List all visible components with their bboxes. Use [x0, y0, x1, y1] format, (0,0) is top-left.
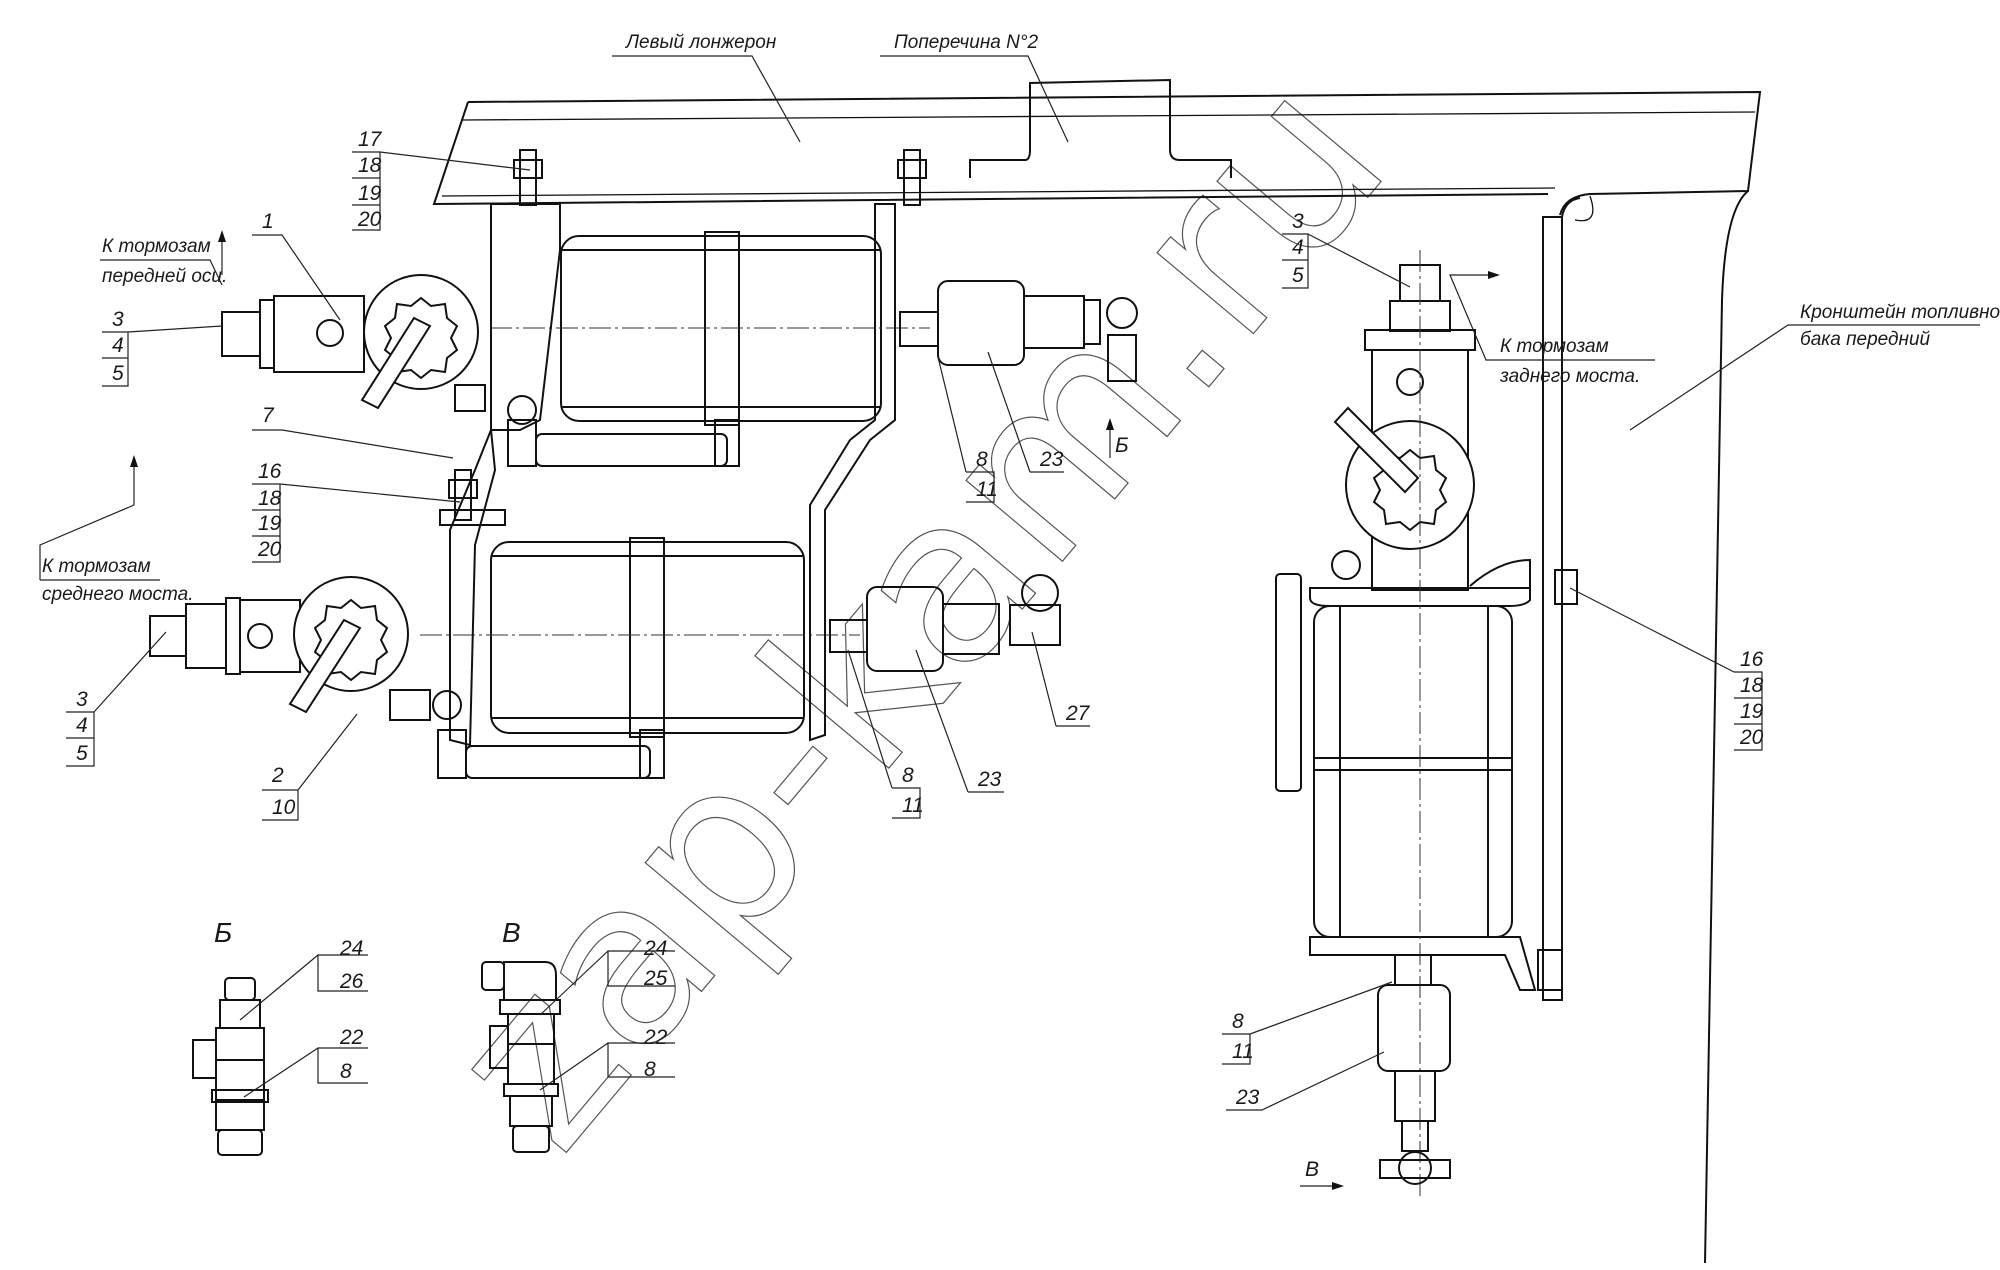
lower-brake-valve [149, 576, 462, 721]
callout-upper-left-fitting: 3 4 5 [102, 308, 223, 387]
callout-right-drain-valve: 23 [1226, 1051, 1385, 1111]
svg-text:К тормозам: К тормозам [1500, 336, 1609, 357]
svg-text:2: 2 [271, 764, 284, 787]
svg-text:19: 19 [358, 182, 382, 205]
crossmember [969, 78, 1232, 178]
svg-text:11: 11 [1232, 1040, 1254, 1063]
svg-text:24: 24 [339, 937, 363, 960]
svg-text:4: 4 [112, 334, 124, 357]
svg-text:Б: Б [214, 917, 232, 948]
callout-right-top-fitting: 3 4 5 [1282, 210, 1411, 289]
svg-text:20: 20 [357, 208, 382, 231]
svg-text:20: 20 [257, 538, 282, 561]
svg-text:22: 22 [643, 1026, 668, 1049]
svg-text:7: 7 [262, 404, 275, 427]
svg-text:4: 4 [1292, 236, 1304, 259]
view-arrow-v: В [1300, 1158, 1344, 1190]
callout-lower-mid-fitting: 8 11 [847, 649, 924, 819]
svg-text:8: 8 [902, 764, 914, 787]
right-air-tank-assembly [1275, 250, 1578, 1200]
svg-text:Поперечина N°2: Поперечина N°2 [894, 32, 1038, 53]
svg-text:бака передний: бака передний [1800, 329, 1931, 350]
callout-right-bolt: 16 18 19 20 [1569, 587, 1764, 751]
svg-text:передней оси.: передней оси. [102, 266, 227, 287]
upper-brake-valve [221, 274, 537, 425]
callout-lower-elbow: 27 [1031, 631, 1091, 727]
svg-text:4: 4 [76, 714, 88, 737]
callout-upper-mid-fitting: 8 11 [937, 356, 998, 503]
svg-text:8: 8 [976, 448, 988, 471]
direction-middle-axle: К тормозам среднего моста. [39, 455, 194, 605]
callout-top-bolt: 17 18 19 20 [352, 128, 531, 231]
callout-right-bottom-fitting: 8 11 [1222, 981, 1393, 1065]
svg-text:8: 8 [644, 1058, 656, 1081]
svg-text:Левый лонжерон: Левый лонжерон [624, 32, 777, 53]
svg-text:5: 5 [1292, 264, 1304, 287]
callout-upper-valve: 1 [252, 210, 341, 321]
svg-text:16: 16 [1740, 648, 1764, 671]
callout-bracket: 7 [252, 404, 454, 459]
svg-text:20: 20 [1739, 726, 1764, 749]
svg-text:24: 24 [643, 937, 667, 960]
lower-air-tank [420, 537, 860, 779]
view-b-labels: Б 24 26 22 8 [214, 917, 368, 1098]
svg-text:19: 19 [1740, 700, 1764, 723]
callout-upper-drain-valve: 23 [987, 351, 1064, 473]
svg-text:23: 23 [977, 768, 1002, 791]
view-b-fitting [192, 977, 269, 1156]
callout-lower-drain-valve: 23 [915, 649, 1004, 793]
svg-text:В: В [1305, 1158, 1319, 1181]
view-arrow-b: Б [1106, 418, 1129, 458]
svg-text:3: 3 [112, 308, 124, 331]
svg-text:17: 17 [358, 128, 383, 151]
svg-text:10: 10 [272, 796, 296, 819]
svg-text:18: 18 [258, 487, 282, 510]
label-left-rail: Левый лонжерон [612, 32, 801, 143]
svg-text:25: 25 [643, 967, 668, 990]
label-crossmember: Поперечина N°2 [880, 32, 1069, 143]
svg-text:26: 26 [339, 970, 364, 993]
svg-text:19: 19 [258, 512, 282, 535]
svg-text:11: 11 [902, 794, 924, 817]
upper-air-tank [490, 231, 930, 467]
svg-text:3: 3 [76, 688, 88, 711]
svg-text:8: 8 [340, 1060, 352, 1083]
svg-text:Кронштейн топливного: Кронштейн топливного [1800, 302, 2000, 323]
callout-lower-valve: 2 10 [262, 713, 358, 821]
svg-text:8: 8 [1232, 1010, 1244, 1033]
svg-text:5: 5 [112, 362, 124, 385]
callout-lower-left-fitting: 3 4 5 [66, 631, 167, 767]
tank-mounting-bracket [439, 149, 927, 747]
svg-text:27: 27 [1065, 702, 1091, 725]
svg-text:К тормозам: К тормозам [102, 236, 211, 257]
view-v-labels: В 24 25 22 8 [502, 917, 675, 1091]
direction-front-axle: К тормозам передней оси. [100, 230, 227, 287]
svg-text:23: 23 [1235, 1086, 1260, 1109]
svg-text:23: 23 [1039, 448, 1064, 471]
svg-text:заднего моста.: заднего моста. [1499, 366, 1640, 387]
svg-text:5: 5 [76, 742, 88, 765]
svg-text:Б: Б [1115, 434, 1129, 457]
svg-text:среднего моста.: среднего моста. [42, 584, 194, 605]
view-v-fitting [481, 961, 561, 1153]
direction-rear-axle: К тормозам заднего моста. [1449, 271, 1655, 387]
svg-text:1: 1 [262, 210, 274, 233]
svg-text:22: 22 [339, 1026, 364, 1049]
svg-text:18: 18 [358, 154, 382, 177]
svg-text:18: 18 [1740, 674, 1764, 697]
callout-mid-bolt: 16 18 19 20 [252, 460, 461, 563]
svg-text:К тормозам: К тормозам [42, 556, 151, 577]
svg-text:11: 11 [976, 478, 998, 501]
svg-text:16: 16 [258, 460, 282, 483]
upper-drain-valve [899, 280, 1138, 382]
lower-drain-valve [829, 574, 1061, 672]
svg-text:В: В [502, 917, 521, 948]
label-fuel-bracket: Кронштейн топливного бака передний [1629, 302, 2000, 431]
svg-text:3: 3 [1292, 210, 1304, 233]
fuel-tank-bracket [1542, 197, 1581, 1001]
left-frame-rail [432, 90, 1762, 1264]
